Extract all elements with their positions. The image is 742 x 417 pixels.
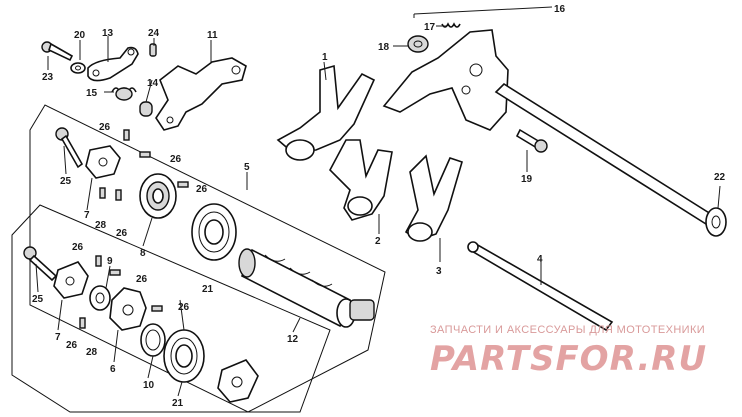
callout-25-lower: 25	[32, 294, 44, 305]
callout-20: 20	[74, 30, 86, 41]
bolt-23	[41, 41, 74, 62]
shift-fork-1	[276, 64, 376, 161]
callout-25-upper: 25	[60, 176, 72, 187]
callout-26-b: 26	[170, 154, 182, 165]
callout-26-h: 26	[66, 340, 78, 351]
watermark-tagline: ЗАПЧАСТИ И АКСЕССУАРЫ ДЛЯ МОТОТЕХНИКИ	[430, 324, 705, 336]
bolt-25-upper	[55, 127, 84, 169]
callout-23: 23	[42, 72, 54, 83]
spring-17	[441, 22, 461, 28]
bolt-19	[515, 128, 548, 153]
callout-26-f: 26	[136, 274, 148, 285]
seal-10	[140, 323, 166, 357]
callout-10: 10	[143, 380, 155, 391]
callout-17: 17	[424, 22, 436, 33]
assembly-frame-5	[29, 104, 386, 413]
callout-26-d: 26	[116, 228, 128, 239]
callout-13: 13	[102, 28, 114, 39]
callout-1: 1	[322, 52, 328, 63]
leader-lines	[35, 6, 721, 397]
callout-28-lower: 28	[86, 347, 98, 358]
pin-14	[139, 101, 153, 117]
pins-28-upper	[99, 187, 122, 201]
cam-end-piece	[217, 359, 259, 403]
pins-26-lower	[79, 255, 163, 329]
callout-5: 5	[244, 162, 250, 173]
assembly-frame-6	[11, 204, 331, 413]
callout-26-e: 26	[72, 242, 84, 253]
bolt-25-lower	[23, 246, 58, 282]
fork-shaft-4	[467, 241, 614, 332]
callout-22: 22	[714, 172, 726, 183]
callout-4: 4	[537, 254, 543, 265]
bearing-8	[139, 173, 177, 219]
spindle-shaft	[494, 82, 716, 226]
shift-drum-12	[238, 248, 375, 328]
star-plate-6	[109, 287, 147, 331]
callout-26-c: 26	[196, 184, 208, 195]
pins-26-upper	[123, 129, 189, 188]
callout-9: 9	[107, 256, 113, 267]
roller-18	[407, 35, 429, 53]
watermark: ЗАПЧАСТИ И АКСЕССУАРЫ ДЛЯ МОТОТЕХНИКИ PA…	[430, 324, 707, 379]
callout-labels: 1 2 3 4 5 6 7 7 8 9 10 11 12 13 14 15 16…	[32, 4, 726, 409]
callout-21-upper: 21	[202, 284, 214, 295]
oil-seal-22	[705, 207, 727, 237]
callout-15: 15	[86, 88, 98, 99]
shift-fork-3	[404, 154, 463, 242]
plate-7-upper	[85, 145, 121, 179]
gearshift-plate-16	[382, 29, 509, 131]
callout-26-g: 26	[178, 302, 190, 313]
stopper-arm-13	[87, 46, 139, 82]
callout-2: 2	[375, 236, 381, 247]
callout-18: 18	[378, 42, 390, 53]
collar-28-lower	[89, 285, 111, 311]
callout-16: 16	[554, 4, 566, 15]
callout-19: 19	[521, 174, 533, 185]
spring-15	[111, 87, 137, 101]
callout-3: 3	[436, 266, 442, 277]
shift-arm-bracket-11	[155, 57, 247, 131]
callout-14: 14	[147, 78, 159, 89]
callout-28-upper: 28	[95, 220, 107, 231]
pin-24	[149, 43, 157, 57]
callout-21-lower: 21	[172, 398, 184, 409]
bearing-21-upper	[191, 203, 237, 261]
callout-24: 24	[148, 28, 160, 39]
callout-12: 12	[287, 334, 299, 345]
bearing-21-lower	[163, 329, 205, 383]
callout-11: 11	[207, 30, 218, 41]
callout-26-a: 26	[99, 122, 111, 133]
watermark-brand: PARTSFOR.RU	[430, 339, 707, 379]
callout-7-lower: 7	[55, 332, 61, 343]
plate-7-lower	[53, 261, 89, 299]
washer-20	[70, 62, 86, 74]
callout-8: 8	[140, 248, 146, 259]
shift-fork-2	[329, 139, 393, 221]
callout-7-upper: 7	[84, 210, 90, 221]
callout-6: 6	[110, 364, 116, 375]
